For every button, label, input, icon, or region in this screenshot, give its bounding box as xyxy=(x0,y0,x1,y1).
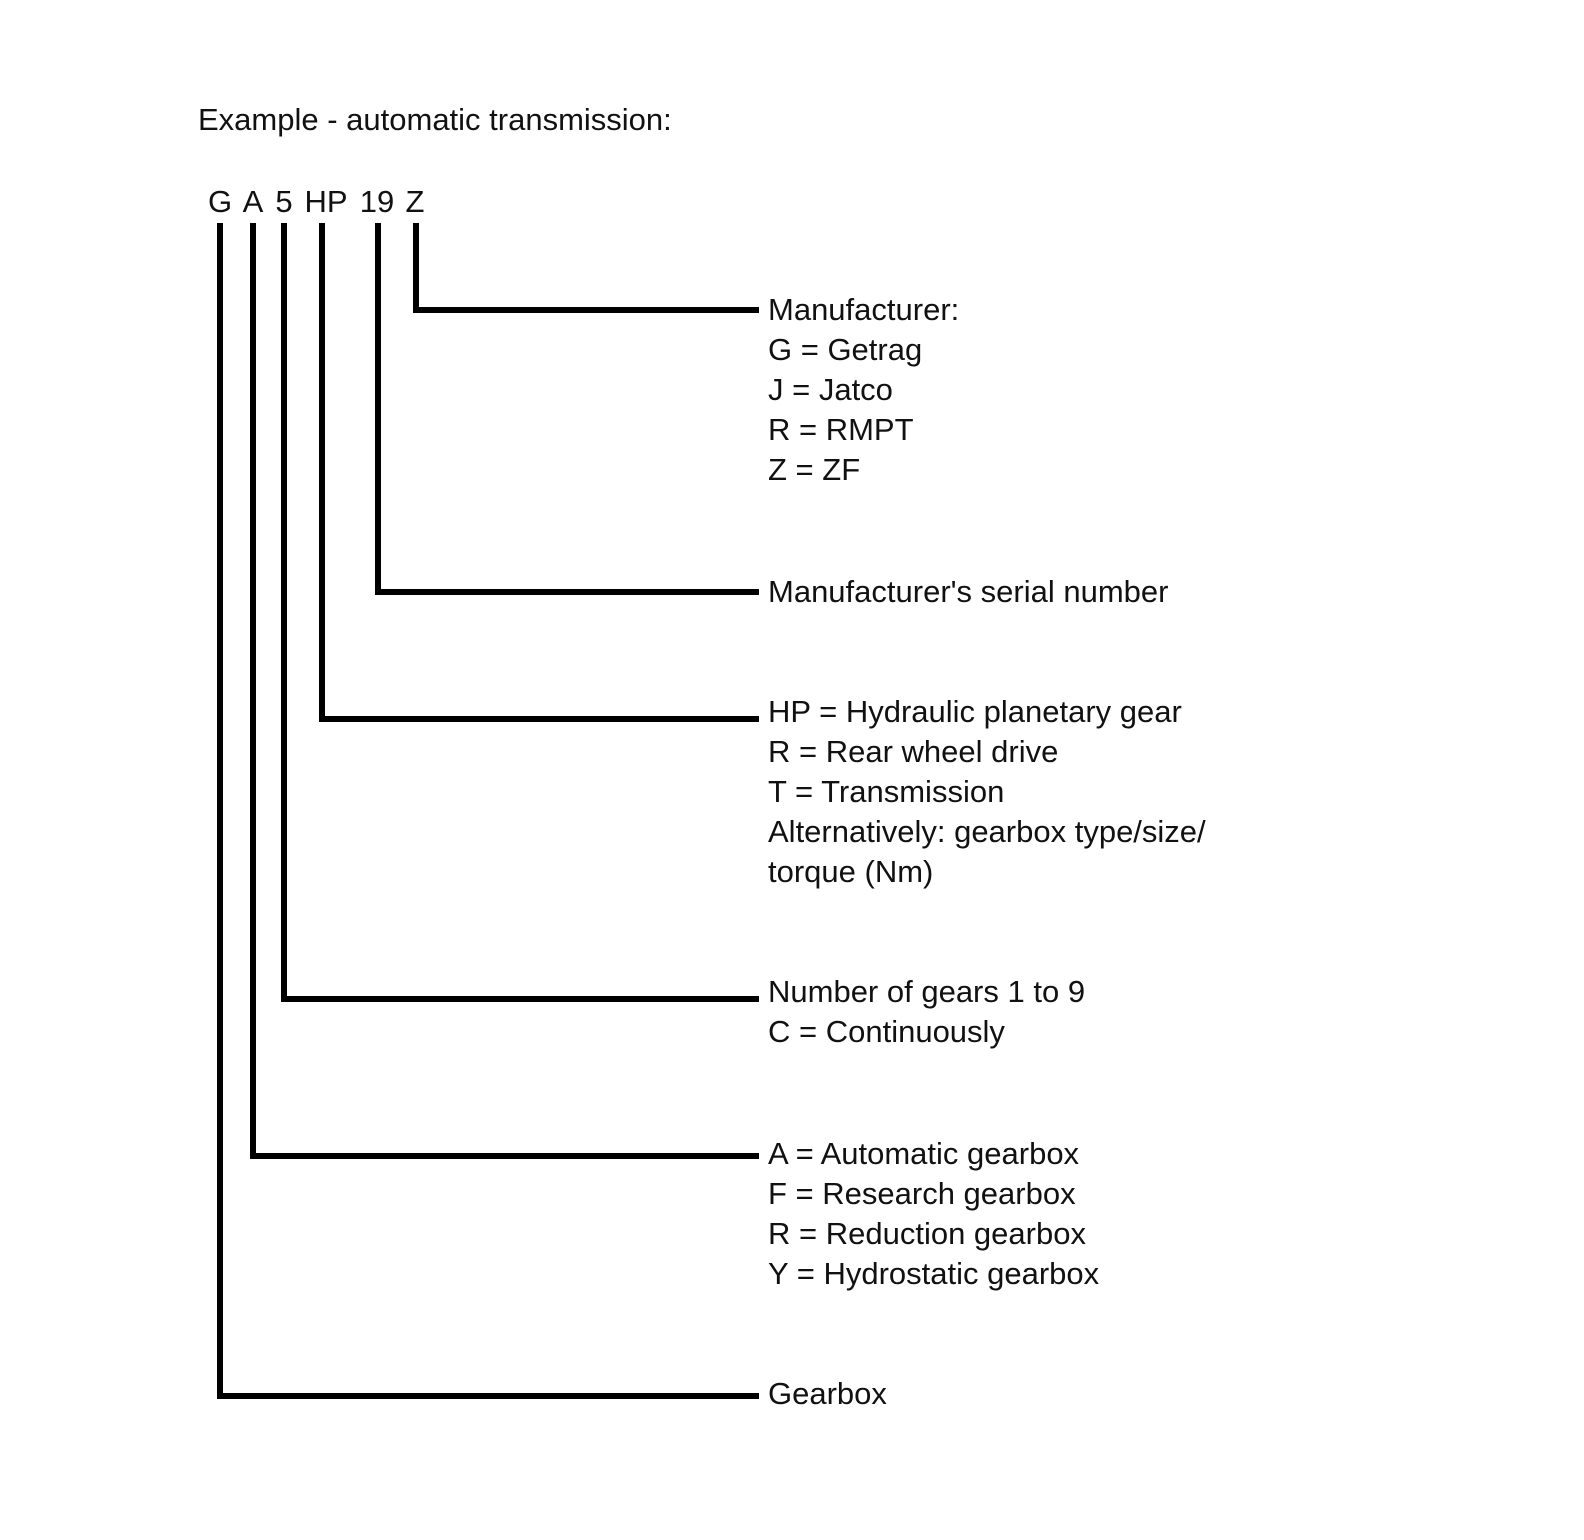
code-letter-z: Z xyxy=(405,184,425,219)
desc-line: R = RMPT xyxy=(768,412,914,447)
desc-gears: Number of gears 1 to 9 C = Continuously xyxy=(768,972,1085,1052)
desc-line: Manufacturer's serial number xyxy=(768,574,1169,609)
desc-line: F = Research gearbox xyxy=(768,1176,1076,1211)
desc-line: torque (Nm) xyxy=(768,854,934,889)
desc-line: R = Rear wheel drive xyxy=(768,734,1059,769)
code-letter-5: 5 xyxy=(275,184,293,219)
desc-line: R = Reduction gearbox xyxy=(768,1216,1086,1251)
code-letter-g: G xyxy=(207,184,233,219)
desc-line: Manufacturer: xyxy=(768,292,960,327)
desc-type: HP = Hydraulic planetary gear R = Rear w… xyxy=(768,692,1206,892)
desc-line: A = Automatic gearbox xyxy=(768,1136,1080,1171)
desc-serial: Manufacturer's serial number xyxy=(768,572,1168,612)
desc-line: J = Jatco xyxy=(768,372,893,407)
connector-5 xyxy=(281,223,759,1002)
connector-z xyxy=(413,223,759,313)
code-letter-19: 19 xyxy=(359,184,395,219)
desc-line: Y = Hydrostatic gearbox xyxy=(768,1256,1100,1291)
connector-g xyxy=(217,223,759,1399)
desc-line: Number of gears 1 to 9 xyxy=(768,974,1086,1009)
connector-19 xyxy=(375,223,759,595)
desc-line: Alternatively: gearbox type/size/ xyxy=(768,814,1206,849)
desc-gearbox-kind: A = Automatic gearbox F = Research gearb… xyxy=(768,1134,1099,1294)
connector-a xyxy=(250,223,759,1159)
desc-line: G = Getrag xyxy=(768,332,923,367)
diagram-title: Example - automatic transmission: xyxy=(198,102,672,137)
desc-line: T = Transmission xyxy=(768,774,1005,809)
code-letter-a: A xyxy=(242,184,264,219)
desc-line: Gearbox xyxy=(768,1376,887,1411)
desc-line: C = Continuously xyxy=(768,1014,1005,1049)
code-letter-hp: HP xyxy=(304,184,348,219)
desc-manufacturer: Manufacturer: G = Getrag J = Jatco R = R… xyxy=(768,290,959,490)
desc-gearbox: Gearbox xyxy=(768,1374,887,1414)
desc-line: Z = ZF xyxy=(768,452,861,487)
connector-hp xyxy=(319,223,759,722)
desc-line: HP = Hydraulic planetary gear xyxy=(768,694,1182,729)
